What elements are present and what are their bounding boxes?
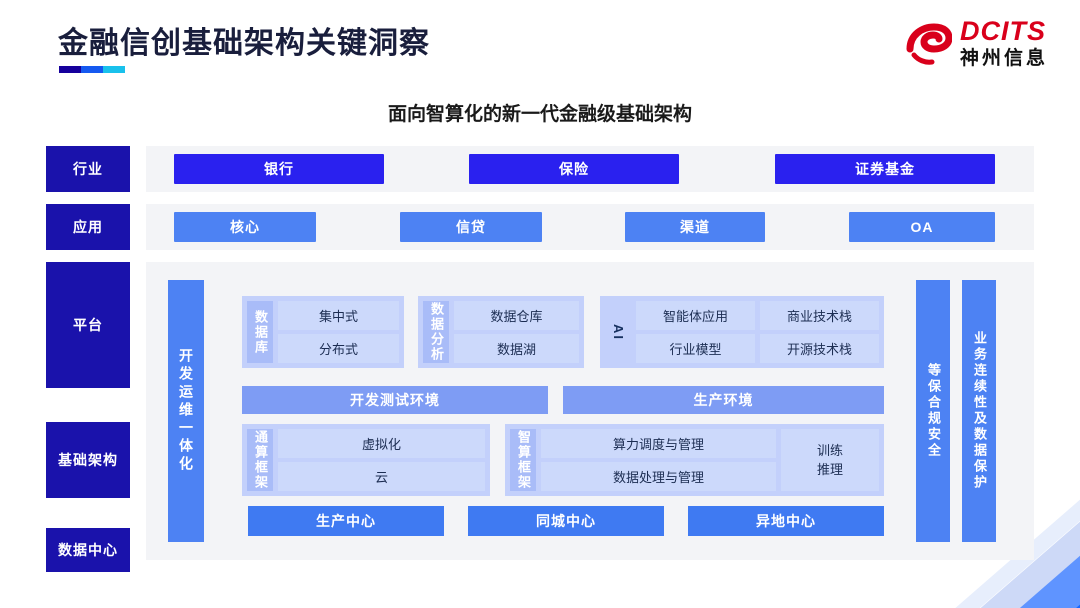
logo-text-cn: 神州信息 (959, 48, 1048, 69)
devops-vertical-bar[interactable]: 开发运维一体化 (168, 280, 204, 542)
page-header: 金融信创基础架构关键洞察 DCITS 神州信息 (0, 0, 1080, 90)
cell-data-lake[interactable]: 数据湖 (454, 334, 579, 363)
cell-distributed[interactable]: 分布式 (278, 334, 399, 363)
env-bar-dev-test[interactable]: 开发测试环境 (242, 386, 548, 414)
application-chip-channel[interactable]: 渠道 (625, 212, 765, 242)
cell-data-warehouse[interactable]: 数据仓库 (454, 301, 579, 330)
industry-chip-bank[interactable]: 银行 (174, 154, 384, 184)
rail-label-application: 应用 (46, 204, 130, 250)
group-label-ai: AI (611, 323, 626, 341)
compliance-vertical-bar[interactable]: 等保合规安全 (916, 280, 950, 542)
page-title: 金融信创基础架构关键洞察 (58, 27, 430, 60)
cell-agent-application[interactable]: 智能体应用 (636, 301, 755, 330)
application-chip-credit[interactable]: 信贷 (400, 212, 542, 242)
rail-label-platform: 平台 (46, 262, 130, 388)
dc-bar-production[interactable]: 生产中心 (248, 506, 444, 536)
dc-bar-same-city[interactable]: 同城中心 (468, 506, 664, 536)
cell-data-processing[interactable]: 数据处理与管理 (541, 462, 777, 491)
rail-label-industry: 行业 (46, 146, 130, 192)
group-label-analytics: 数据分析 (423, 301, 449, 363)
application-band: 核心 信贷 渠道 OA (146, 204, 1034, 250)
cell-centralized[interactable]: 集中式 (278, 301, 399, 330)
continuity-vertical-bar[interactable]: 业务连续性及数据保护 (962, 280, 996, 542)
group-database[interactable]: 数据库 集中式 分布式 (242, 296, 404, 368)
diagram-subtitle: 面向智算化的新一代金融级基础架构 (387, 104, 692, 125)
group-ai[interactable]: AI 智能体应用 行业模型 商业技术栈 开源技术栈 (600, 296, 884, 368)
industry-band: 银行 保险 证券基金 (146, 146, 1034, 192)
cell-virtualization[interactable]: 虚拟化 (278, 429, 485, 458)
cell-cloud[interactable]: 云 (278, 462, 485, 491)
group-label-general-compute: 通算框架 (247, 429, 273, 491)
group-label-database: 数据库 (247, 301, 273, 363)
cell-compute-scheduling[interactable]: 算力调度与管理 (541, 429, 777, 458)
group-general-compute[interactable]: 通算框架 虚拟化 云 (242, 424, 490, 496)
cell-industry-model[interactable]: 行业模型 (636, 334, 755, 363)
rail-label-infrastructure: 基础架构 (46, 422, 130, 498)
group-label-ai-compute: 智算框架 (510, 429, 536, 491)
dc-bar-remote[interactable]: 异地中心 (688, 506, 884, 536)
cell-commercial-stack[interactable]: 商业技术栈 (760, 301, 879, 330)
application-chip-core[interactable]: 核心 (174, 212, 316, 242)
accent-bar (59, 66, 125, 73)
env-bar-production[interactable]: 生产环境 (563, 386, 884, 414)
industry-chip-insurance[interactable]: 保险 (469, 154, 679, 184)
cell-opensource-stack[interactable]: 开源技术栈 (760, 334, 879, 363)
industry-chip-securities[interactable]: 证券基金 (775, 154, 995, 184)
cell-training-inference[interactable]: 训练 推理 (781, 429, 879, 491)
brand-logo: DCITS 神州信息 (904, 18, 1048, 68)
logo-text-en: DCITS (959, 16, 1046, 46)
group-ai-compute[interactable]: 智算框架 算力调度与管理 数据处理与管理 训练 推理 (505, 424, 884, 496)
group-data-analytics[interactable]: 数据分析 数据仓库 数据湖 (418, 296, 584, 368)
dcits-swirl-icon (904, 19, 953, 67)
application-chip-oa[interactable]: OA (849, 212, 995, 242)
rail-label-datacenter: 数据中心 (46, 528, 130, 572)
